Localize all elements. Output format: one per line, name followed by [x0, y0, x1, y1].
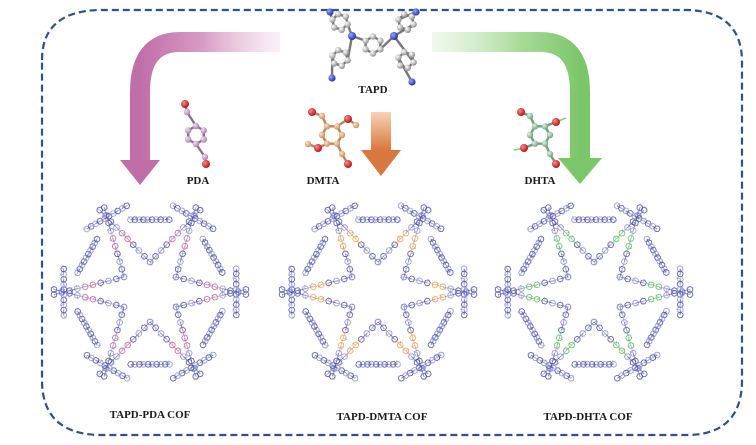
dashed-frame	[40, 8, 744, 437]
tapd-dmta-cof-label: TAPD-DMTA COF	[337, 411, 428, 423]
tapd-molecule	[326, 8, 420, 86]
tapd-dmta-cof-structure	[278, 202, 478, 382]
arrow-to-pda	[120, 32, 280, 185]
dhta-molecule	[513, 108, 567, 168]
tapd-pda-cof-structure	[50, 202, 250, 382]
tapd-dhta-cof-label: TAPD-DHTA COF	[543, 411, 632, 423]
arrow-to-dmta	[361, 112, 401, 176]
dmta-label: DMTA	[307, 175, 340, 187]
arrow-to-dhta	[432, 32, 602, 184]
tapd-dhta-cof-structure	[494, 202, 694, 382]
tapd-pda-cof-label: TAPD-PDA COF	[110, 409, 191, 421]
pda-molecule	[181, 100, 210, 168]
tapd-label: TAPD	[358, 84, 387, 96]
pda-label: PDA	[187, 175, 210, 187]
dmta-molecule	[304, 108, 360, 168]
dhta-label: DHTA	[525, 175, 556, 187]
